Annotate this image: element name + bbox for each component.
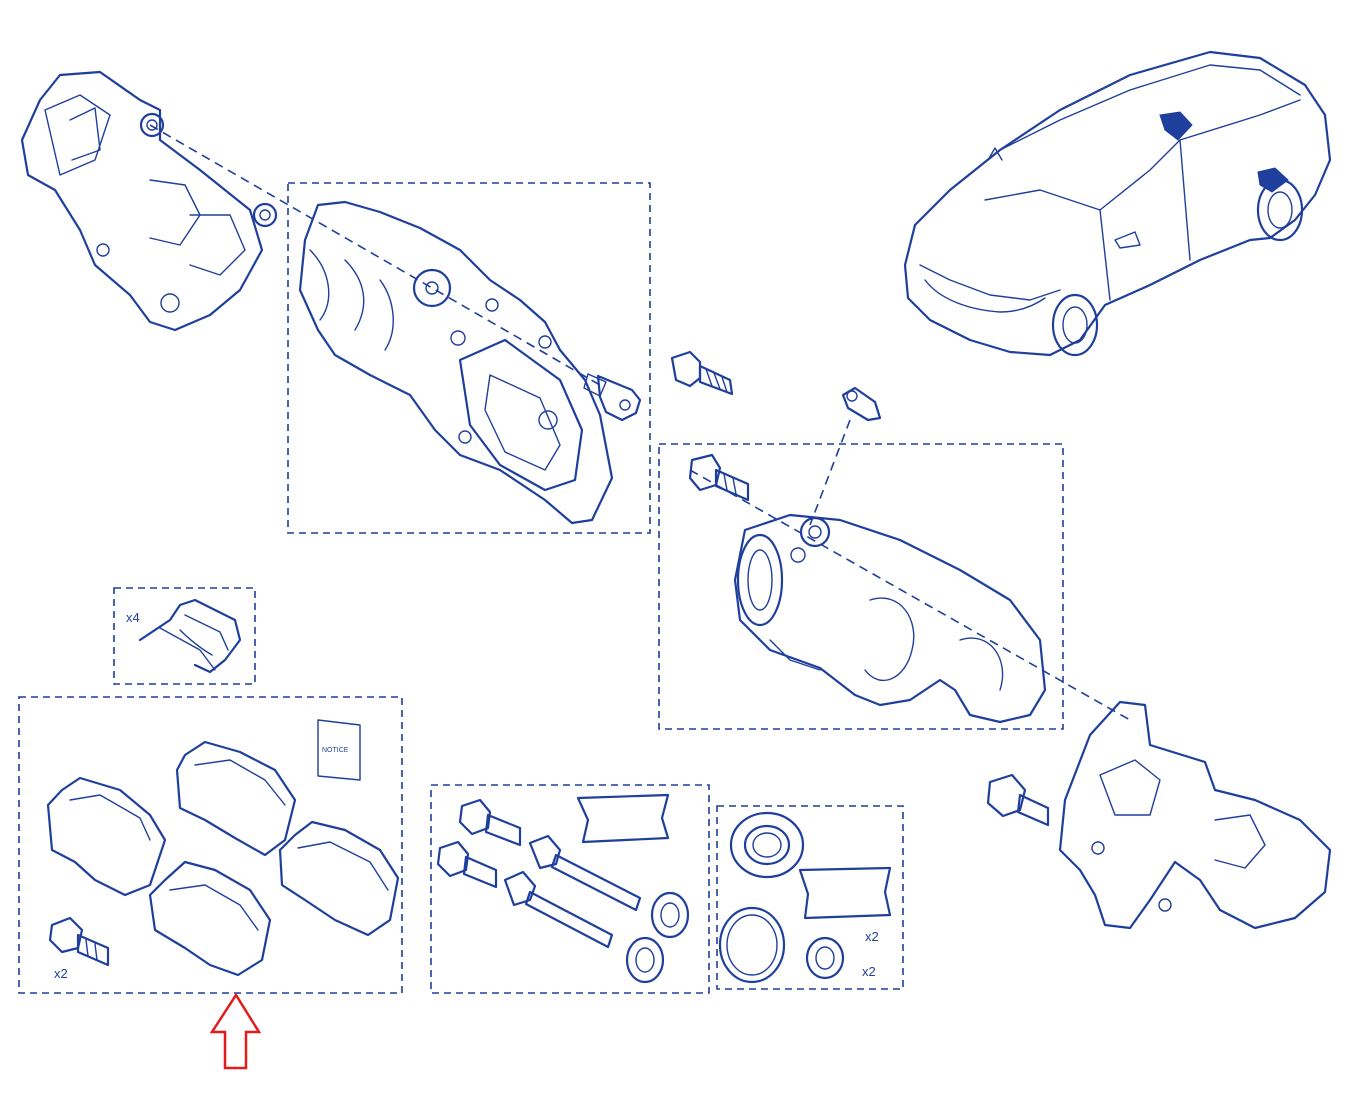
brake-pad-3 xyxy=(148,860,272,977)
dust-boot-quantity-label: x2 xyxy=(862,964,876,979)
pads-kit-frame xyxy=(18,696,403,994)
bleeder-screw xyxy=(841,386,882,422)
clips-frame xyxy=(113,587,256,685)
guide-pin-boot-1 xyxy=(650,891,690,939)
grease-sachet-1 xyxy=(576,793,670,844)
caliper-left-electric xyxy=(298,200,614,525)
bolt-caliper-left xyxy=(583,373,642,422)
piston-o-ring xyxy=(718,906,786,984)
piston-seal-kit: x2 x2 xyxy=(718,811,892,984)
guide-bolt-2 xyxy=(436,840,498,889)
caliper-left-frame xyxy=(287,182,651,534)
grease-sachet-2 xyxy=(798,866,892,920)
brake-pad-1 xyxy=(46,776,167,897)
vehicle-sedan-illustration xyxy=(903,50,1332,357)
guide-pin-1 xyxy=(528,834,642,912)
piston-dust-seal xyxy=(729,811,805,879)
notice-label: NOTICE xyxy=(322,747,349,754)
bolt-caliper-right xyxy=(688,453,750,502)
seal-grease-quantity-label: x2 xyxy=(865,929,879,944)
brake-pads-kit: NOTICE x2 xyxy=(46,719,400,981)
assembly-axis-lines xyxy=(149,124,1131,721)
caliper-right xyxy=(733,513,1047,724)
pad-retaining-clips: x4 xyxy=(126,598,242,674)
carrier-bracket-left xyxy=(20,70,278,332)
guide-pin-boot-2 xyxy=(625,936,665,984)
group-frames xyxy=(18,182,1064,994)
carrier-bracket-right xyxy=(986,700,1332,930)
guide-pin-kit-frame xyxy=(430,784,710,994)
guide-pin-kit xyxy=(436,793,690,984)
seal-kit-frame xyxy=(716,805,904,990)
dust-boot xyxy=(805,936,845,980)
pad-bolts-quantity-label: x2 xyxy=(54,966,68,981)
brake-pad-4 xyxy=(278,820,400,937)
caliper-right-frame xyxy=(658,443,1064,730)
clips-quantity-label: x4 xyxy=(126,610,140,625)
arrow-up-outline-icon xyxy=(209,992,262,1070)
guide-bolt-1 xyxy=(458,798,522,847)
guide-pin-2 xyxy=(503,870,614,949)
bolt-center xyxy=(670,350,734,396)
pad-bolt xyxy=(48,916,110,967)
brake-pad-2 xyxy=(175,740,297,857)
notice-booklet: NOTICE xyxy=(317,719,361,781)
